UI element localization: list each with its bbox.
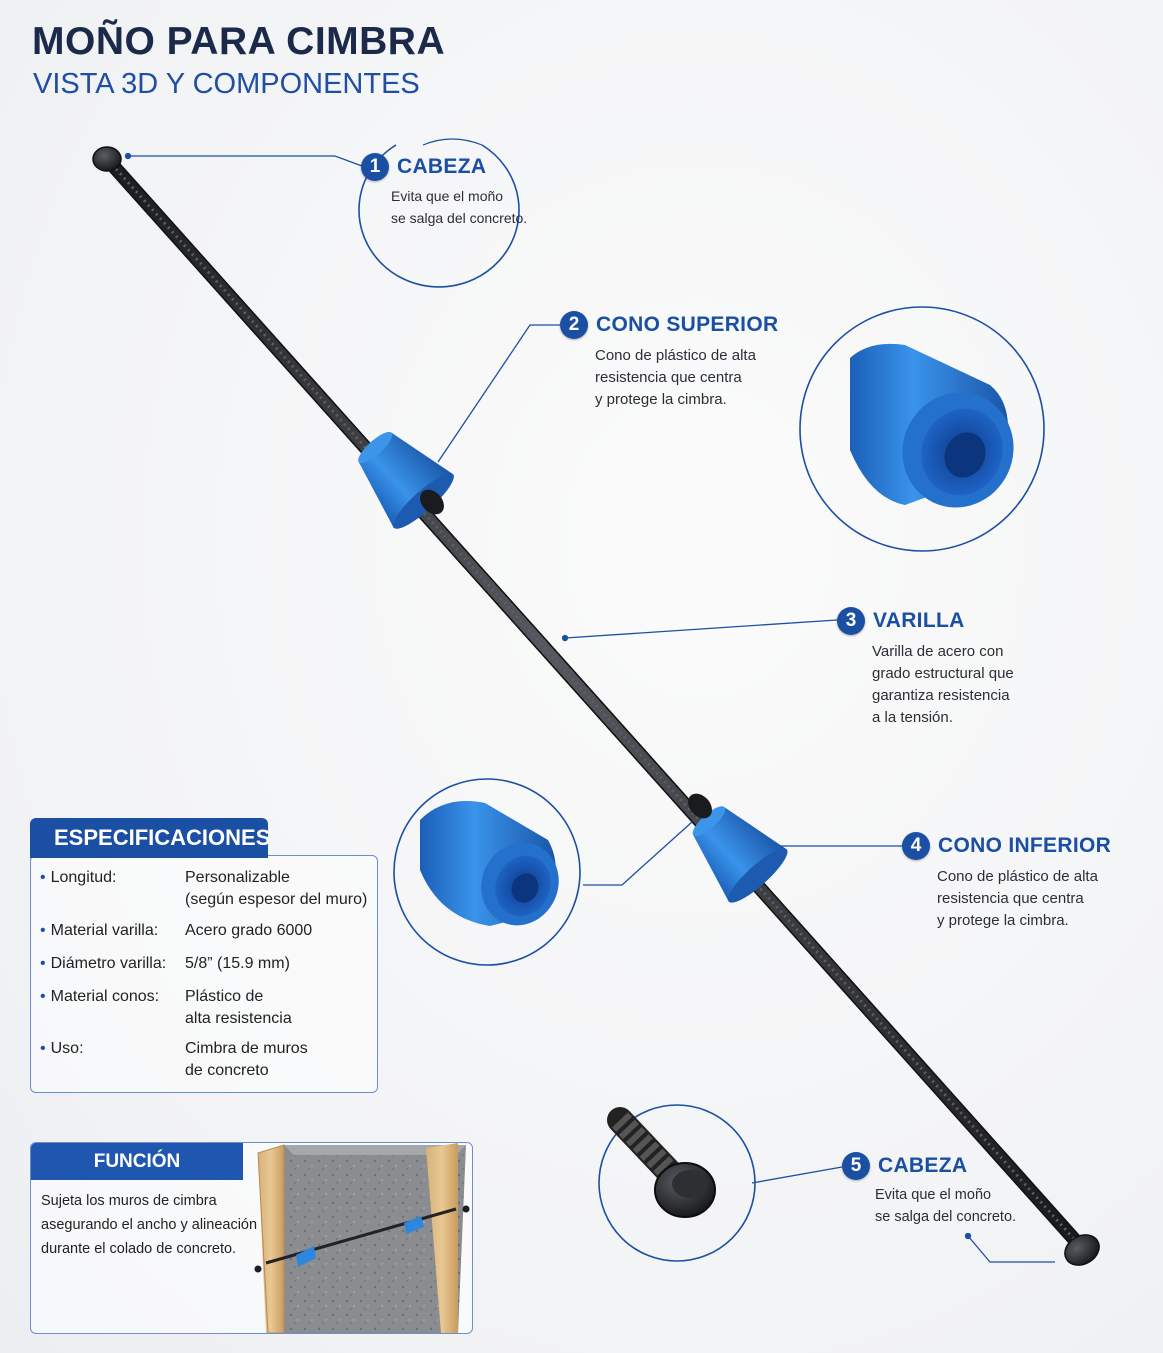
page-title: MOÑO PARA CIMBRA: [32, 20, 446, 63]
callout-title: CONO SUPERIOR: [596, 313, 779, 336]
callout-description: Cono de plástico de alta resistencia que…: [595, 347, 756, 408]
callout-title: CONO INFERIOR: [938, 834, 1112, 857]
callout-head-top: 1 CABEZA Evita que el moño se salga del …: [361, 153, 527, 229]
specifications-title: ESPECIFICACIONES: [30, 818, 270, 858]
spec-label: Longitud:: [40, 867, 117, 889]
cone-icon: [692, 806, 788, 903]
spec-label: Diámetro varilla:: [40, 953, 167, 975]
callout-title: VARILLA: [873, 609, 965, 632]
callout-upper-cone: 2 CONO SUPERIOR Cono de plástico de alta…: [560, 311, 778, 411]
callout-lower-cone: 4 CONO INFERIOR Cono de plástico de alta…: [902, 832, 1111, 932]
spec-value: Acero grado 6000: [185, 922, 313, 939]
callout-description: Evita que el moño se salga del concreto.: [391, 188, 528, 226]
spec-label: Uso:: [40, 1038, 84, 1060]
page-subtitle: VISTA 3D Y COMPONENTES: [33, 68, 420, 100]
cone-icon: [420, 801, 559, 926]
callout-title: CABEZA: [397, 155, 487, 178]
spec-value: 5/8” (15.9 mm): [185, 955, 290, 972]
rebar-rod-icon: [101, 153, 1089, 1255]
rod-head-icon: [1064, 1234, 1100, 1266]
callout-rod: 3 VARILLA Varilla de acero con grado est…: [837, 607, 1014, 729]
callout-description: Varilla de acero con grado estructural q…: [872, 643, 1014, 726]
callout-head-bottom: 5 CABEZA Evita que el moño se salga del …: [842, 1152, 1016, 1228]
rod-head-icon: [92, 146, 122, 172]
callout-number: 4: [902, 832, 930, 860]
rod-head-icon: [607, 1107, 716, 1218]
callout-description: Cono de plástico de alta resistencia que…: [937, 868, 1098, 929]
cone-icon: [850, 343, 1014, 508]
function-description: Sujeta los muros de cimbra asegurando el…: [41, 1193, 258, 1257]
function-box: FUNCIÓN Sujeta los muros de cimbra asegu…: [30, 1142, 473, 1334]
spec-value: Plástico de alta resistencia: [185, 988, 292, 1027]
callout-number: 3: [837, 607, 865, 635]
function-title: FUNCIÓN: [31, 1143, 243, 1180]
callout-number: 1: [361, 153, 389, 181]
formwork-wall-icon: [254, 1143, 470, 1333]
function-panel: FUNCIÓN Sujeta los muros de cimbra asegu…: [30, 1142, 473, 1334]
specifications-panel: ESPECIFICACIONES Longitud: Personalizabl…: [30, 818, 378, 1093]
callout-description: Evita que el moño se salga del concreto.: [875, 1187, 1017, 1225]
spec-value: Cimbra de muros de concreto: [185, 1040, 308, 1079]
callout-title: CABEZA: [878, 1154, 968, 1177]
callout-number: 5: [842, 1152, 870, 1180]
callout-number: 2: [560, 311, 588, 339]
spec-value: Personalizable (según espesor del muro): [185, 869, 368, 908]
spec-label: Material varilla:: [40, 920, 159, 942]
spec-label: Material conos:: [40, 986, 160, 1008]
